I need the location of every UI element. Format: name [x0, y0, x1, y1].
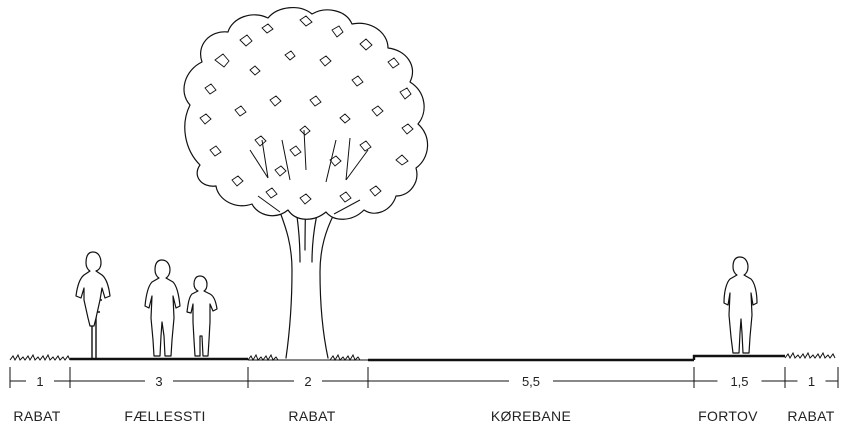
- zone-labels: RABAT FÆLLESSTI RABAT KØREBANE FORTOV RABAT: [13, 408, 834, 424]
- tree: [183, 7, 429, 359]
- segment-width-label: 1: [808, 374, 815, 389]
- segment-zone-label: FORTOV: [698, 408, 758, 424]
- pedestrian-sidewalk-figure: [723, 256, 758, 354]
- segment-zone-label: RABAT: [787, 408, 834, 424]
- cyclist: [75, 251, 111, 358]
- grass-rabat-1: [9, 353, 71, 362]
- tree-branches: [249, 129, 369, 215]
- segment-zone-label: FÆLLESSTI: [124, 408, 205, 424]
- pedestrian-sidewalk: [723, 256, 758, 354]
- bicycle: [86, 299, 102, 358]
- grass-rabat-3: [784, 351, 836, 360]
- segment-width-label: 1: [36, 374, 43, 389]
- sidewalk-surface: [692, 354, 785, 360]
- dimension-line: 1 3 2 5,5 1,5 1: [9, 367, 839, 389]
- segment-width-label: 3: [155, 374, 162, 389]
- segment-zone-label: RABAT: [13, 408, 60, 424]
- tree-trunk: [267, 169, 347, 359]
- cyclist-person: [75, 251, 111, 327]
- grass-rabat-2: [247, 353, 361, 362]
- segment-width-label: 5,5: [522, 374, 540, 389]
- ground: [9, 351, 836, 362]
- segment-zone-label: RABAT: [288, 408, 335, 424]
- pedestrian-adult-figure: [144, 259, 181, 357]
- pedestrian-child-figure: [186, 275, 218, 357]
- segment-width-label: 2: [304, 374, 311, 389]
- tree-foliage: [199, 15, 414, 205]
- tree-canopy: [183, 7, 429, 220]
- segment-zone-label: KØREBANE: [491, 408, 571, 424]
- segment-width-label: 1,5: [730, 374, 748, 389]
- pedestrian-child: [186, 275, 218, 357]
- pedestrian-adult-path: [144, 259, 181, 357]
